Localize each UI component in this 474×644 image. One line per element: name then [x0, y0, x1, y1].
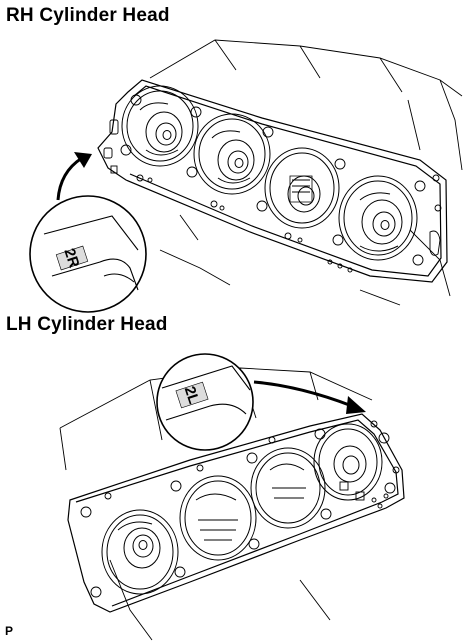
lh-gasket-plate	[67, 413, 405, 613]
lh-bore-4	[313, 423, 383, 501]
lh-arrow-head-icon	[346, 396, 366, 414]
footer-code: P	[5, 624, 14, 638]
rh-bore-4	[338, 175, 418, 261]
rh-bore-1	[121, 85, 199, 167]
lh-bore-1	[101, 509, 179, 595]
rh-bolt-holes	[103, 94, 442, 273]
rh-bore-3	[264, 147, 340, 229]
rh-mark-label: 2R	[60, 246, 82, 270]
rh-arrow-head-icon	[74, 152, 92, 168]
lh-cylinder-bores	[101, 423, 383, 595]
rh-callout-arrow	[56, 156, 83, 201]
rh-cylinder-bores	[121, 85, 418, 261]
lh-bolt-holes	[80, 420, 400, 598]
rh-bore-2	[193, 113, 271, 195]
lh-callout-arrow	[253, 380, 353, 408]
lh-mark-label: 2L	[181, 384, 203, 406]
rh-gasket-diagram: 2R	[29, 39, 463, 313]
lh-bore-2	[179, 475, 257, 561]
lh-detail-magnifier: 2L	[156, 353, 254, 451]
lh-cylinder-head-title: LH Cylinder Head	[6, 314, 168, 335]
rh-cylinder-head-title: RH Cylinder Head	[6, 5, 170, 26]
rh-detail-magnifier: 2R	[29, 195, 147, 313]
rh-gasket-plate	[97, 79, 448, 283]
lh-bore-3	[250, 447, 326, 529]
